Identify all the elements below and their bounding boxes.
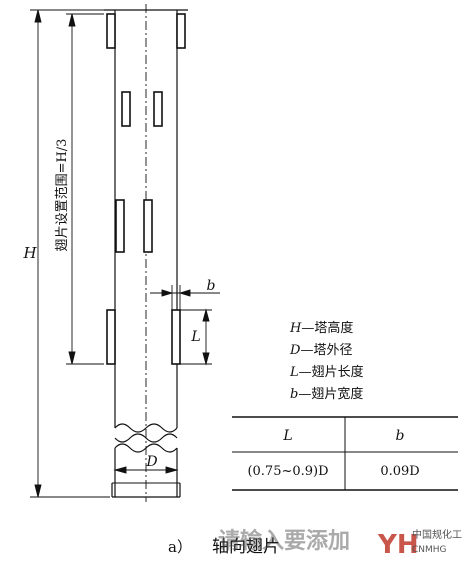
fin	[106, 13, 116, 49]
dimension-L	[180, 308, 212, 366]
legend-line: D—塔外径	[289, 343, 352, 358]
table-cell-b: 0.09D	[380, 464, 419, 479]
arrowhead	[68, 351, 76, 365]
caption-text: 轴向翅片	[212, 537, 280, 557]
watermark-logo: YH 中国规化工 CNMHG	[377, 528, 462, 560]
arrowhead	[165, 466, 179, 474]
H-label: H	[22, 244, 37, 262]
logo-en-text: CNMHG	[412, 545, 447, 555]
arrowhead	[113, 466, 127, 474]
break-line-upper	[114, 423, 178, 433]
dimension-D	[113, 466, 179, 474]
fin	[115, 199, 125, 253]
dimension-fin-range	[66, 13, 104, 365]
arrowhead	[202, 308, 210, 322]
arrowhead	[34, 9, 42, 23]
logo-glyph: YH	[377, 530, 419, 560]
legend: H—塔高度 D—塔外径 L—翅片长度 b—翅片宽度	[289, 320, 364, 402]
fin	[176, 13, 186, 49]
fin	[121, 91, 131, 127]
legend-line: H—塔高度	[289, 320, 353, 336]
b-label: b	[207, 278, 216, 294]
arrowhead	[178, 289, 191, 297]
break-line-upper-2	[114, 433, 178, 443]
arrowhead	[161, 289, 174, 297]
table-header-b: b	[396, 428, 405, 444]
fin	[153, 91, 163, 127]
fins	[106, 13, 186, 365]
arrowhead	[68, 13, 76, 27]
dimension-H	[30, 9, 110, 498]
dimension-b	[150, 285, 220, 312]
arrowhead	[34, 484, 42, 498]
spec-table	[232, 416, 458, 491]
D-label: D	[145, 454, 157, 470]
legend-line: b—翅片宽度	[290, 386, 363, 402]
tower	[104, 4, 188, 502]
fin	[171, 309, 181, 365]
arrowhead	[202, 352, 210, 366]
fin	[143, 199, 153, 253]
table-header-L: L	[282, 428, 292, 444]
legend-line: L—翅片长度	[289, 364, 364, 380]
watermark-text: 请输入要添加	[218, 528, 350, 554]
table-cell-L: (0.75~0.9)D	[247, 464, 328, 479]
fin-range-label: 翅片设置范围=H/3	[54, 139, 70, 252]
fin	[106, 309, 116, 365]
logo-cn-text: 中国规化工	[412, 528, 462, 541]
L-label: L	[190, 329, 200, 345]
caption-label: a）	[168, 538, 192, 556]
